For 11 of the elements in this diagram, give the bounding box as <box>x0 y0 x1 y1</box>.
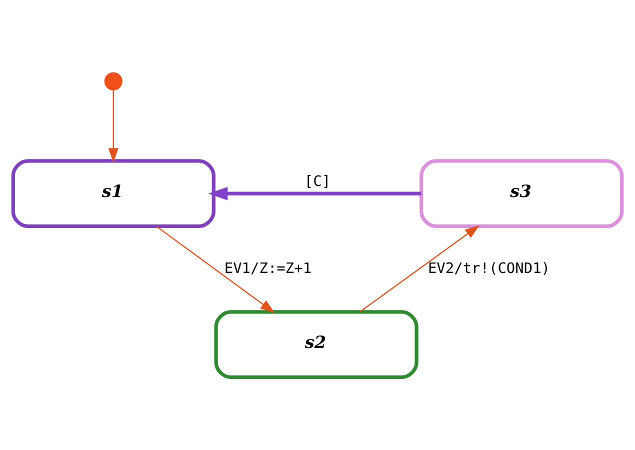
node-box: s1 <box>11 159 216 228</box>
edge-label: EV2/tr!(COND1) <box>428 260 550 277</box>
edge-label: EV1/Z:=Z+1 <box>224 260 312 277</box>
node-circle <box>104 72 122 90</box>
node-box: s3 <box>420 159 624 228</box>
arrow <box>359 225 480 312</box>
edge-label: [C] <box>304 174 331 190</box>
arrow <box>208 186 422 200</box>
arrow <box>156 226 275 313</box>
node-box: s2 <box>214 310 418 379</box>
arrow <box>108 90 118 163</box>
